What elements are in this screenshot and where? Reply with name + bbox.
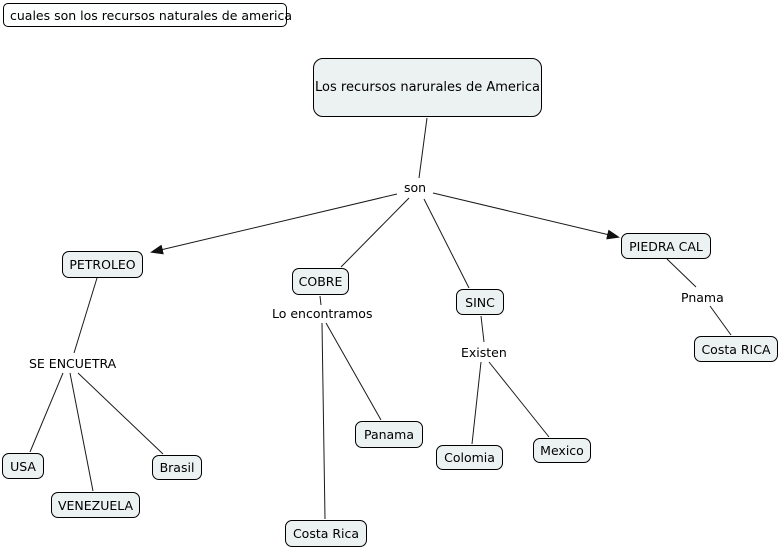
edge-se-encuetra-usa bbox=[29, 372, 64, 453]
node-venezuela[interactable]: VENEZUELA bbox=[51, 492, 140, 518]
link-label-son[interactable]: son bbox=[404, 180, 427, 195]
edge-lo-encontramos-panama bbox=[325, 322, 382, 421]
edge-root-son bbox=[418, 117, 428, 179]
node-costa-rica[interactable]: Costa Rica bbox=[285, 520, 367, 547]
link-label-existen[interactable]: Existen bbox=[461, 345, 507, 360]
edge-pnama-costa-rica-right bbox=[709, 305, 732, 336]
focus-question-box[interactable]: cuales son los recursos naturales de ame… bbox=[3, 3, 292, 27]
edge-cobre-lo-encontramos bbox=[319, 295, 322, 306]
node-usa[interactable]: USA bbox=[2, 453, 44, 479]
edge-lo-encontramos-costa-rica bbox=[321, 322, 326, 520]
node-sinc[interactable]: SINC bbox=[456, 289, 504, 315]
node-cobre[interactable]: COBRE bbox=[292, 268, 349, 295]
edge-se-encuetra-brasil bbox=[77, 372, 164, 455]
edge-se-encuetra-venezuela bbox=[69, 372, 94, 492]
node-piedra-cal[interactable]: PIEDRA CAL bbox=[621, 233, 711, 259]
edge-son-petroleo bbox=[150, 193, 398, 255]
edge-son-cobre bbox=[340, 197, 410, 268]
edge-piedra-cal-pnama bbox=[666, 258, 697, 288]
link-label-lo-encontramos[interactable]: Lo encontramos bbox=[272, 306, 373, 321]
link-label-se-encuetra[interactable]: SE ENCUETRA bbox=[29, 356, 117, 371]
edge-existen-colomia bbox=[471, 361, 482, 445]
node-brasil[interactable]: Brasil bbox=[152, 455, 202, 480]
edge-sinc-existen bbox=[480, 315, 485, 343]
edge-son-piedra-cal bbox=[432, 192, 620, 240]
node-root[interactable]: Los recursos narurales de America bbox=[313, 58, 542, 117]
node-panama[interactable]: Panama bbox=[355, 421, 423, 448]
node-petroleo[interactable]: PETROLEO bbox=[62, 251, 143, 278]
node-costa-rica-right[interactable]: Costa RICA bbox=[694, 336, 778, 362]
edge-existen-mexico bbox=[488, 361, 550, 438]
node-colomia[interactable]: Colomia bbox=[436, 445, 503, 470]
edge-petroleo-se-encuetra bbox=[73, 277, 98, 354]
edge-son-sinc bbox=[423, 198, 470, 289]
node-mexico[interactable]: Mexico bbox=[533, 438, 591, 463]
link-label-pnama[interactable]: Pnama bbox=[681, 290, 724, 305]
